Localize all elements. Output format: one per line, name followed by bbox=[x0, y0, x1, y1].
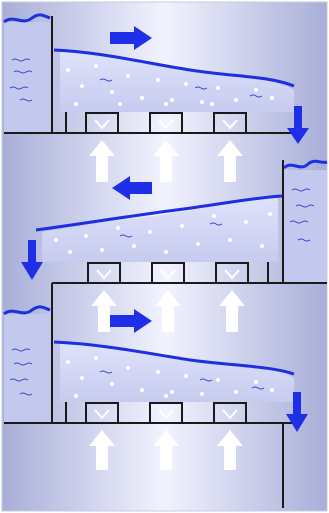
ripples bbox=[119, 188, 315, 242]
liquid-surface-line bbox=[53, 48, 295, 88]
bubble-cap-icon bbox=[87, 262, 121, 283]
downcomer-surface-line bbox=[282, 159, 328, 170]
bubble-cap-icon bbox=[149, 112, 183, 133]
bubbles bbox=[66, 64, 274, 106]
vapor-up-arrow-icon bbox=[155, 290, 181, 332]
tray-3 bbox=[3, 283, 308, 470]
vapor-up-arrow-icon bbox=[217, 140, 243, 182]
downcomer-arrow-icon bbox=[286, 392, 308, 432]
ripples bbox=[9, 58, 263, 102]
bubble-cap-icon bbox=[149, 402, 183, 423]
downcomer-liquid-left bbox=[4, 314, 50, 422]
liquid-surface-line bbox=[53, 340, 295, 376]
bubble-cap-icon bbox=[213, 402, 247, 423]
downcomer-surface-line bbox=[3, 305, 51, 316]
liquid-flow-arrow-icon bbox=[112, 176, 152, 200]
downcomer-arrow-icon bbox=[287, 106, 309, 144]
bubble-cap-icon bbox=[151, 262, 185, 283]
froth-layer bbox=[60, 344, 294, 402]
downcomer-liquid-right bbox=[284, 170, 327, 283]
downcomer-liquid-left bbox=[4, 22, 50, 132]
vapor-up-arrow-icon bbox=[89, 430, 115, 470]
froth-layer bbox=[60, 52, 294, 112]
vapor-up-arrow-icon bbox=[219, 290, 245, 332]
vapor-up-arrow-icon bbox=[89, 140, 115, 182]
ripples bbox=[9, 348, 265, 396]
bubble-cap-icon bbox=[215, 262, 249, 283]
vapor-up-arrow-icon bbox=[153, 140, 179, 182]
liquid-surface-line bbox=[35, 194, 283, 232]
vapor-up-arrow-icon bbox=[91, 290, 117, 332]
bubbles bbox=[54, 212, 272, 254]
vapor-up-arrow-icon bbox=[153, 430, 179, 470]
liquid-flow-arrow-icon bbox=[110, 26, 152, 50]
liquid-flow-arrow-icon bbox=[110, 309, 152, 333]
bubble-cap-icon bbox=[85, 112, 119, 133]
bubble-cap-icon bbox=[85, 402, 119, 423]
tray-1 bbox=[3, 13, 309, 182]
froth-layer bbox=[42, 198, 278, 262]
vapor-up-arrow-icon bbox=[217, 430, 243, 470]
bubbles bbox=[66, 356, 274, 398]
bubble-cap-icon bbox=[213, 112, 247, 133]
downcomer-surface-line bbox=[3, 13, 51, 24]
downcomer-arrow-icon bbox=[21, 240, 43, 280]
tray-2 bbox=[21, 159, 328, 332]
